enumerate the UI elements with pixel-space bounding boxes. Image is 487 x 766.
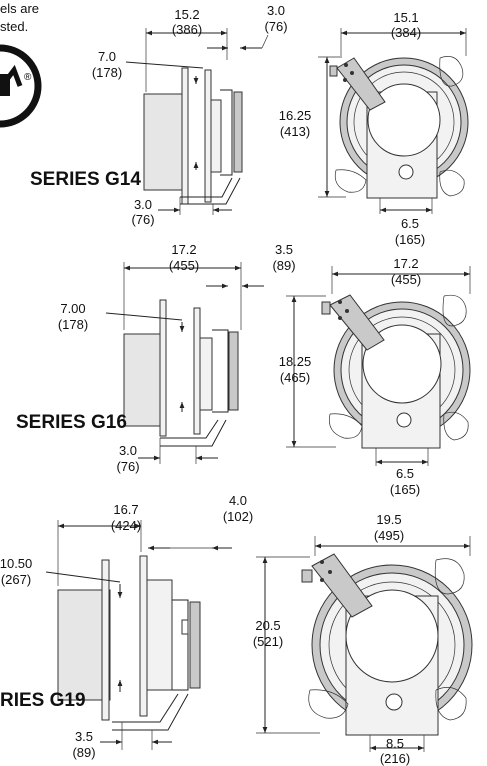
g14-front-view: 15.1 (384) 16.25 (413) 6.5 (165) (279, 10, 469, 247)
g14-mount-plate (233, 91, 243, 173)
g14-front-base-in: 6.5 (401, 216, 419, 231)
g14-side-offset-mm: (178) (92, 65, 122, 80)
g16-front-base-mm: (165) (390, 482, 420, 497)
g14-side-view: 15.2 (386) 3.0 (76) 7.0 (178) 3.0 (76) (92, 3, 288, 227)
g19-side-offset-mm: (267) (1, 572, 31, 587)
g16-front-height-mm: (465) (280, 370, 310, 385)
g16-front-width-mm: (455) (391, 272, 421, 287)
g19-front-height-in: 20.5 (255, 618, 280, 633)
g19-flange-rear (139, 555, 148, 717)
g19-swivel-arm (311, 553, 373, 618)
g16-side-bottom-in: 3.0 (119, 443, 137, 458)
g16-side-offset-mm: (178) (58, 317, 88, 332)
g19-motor-housing (57, 589, 111, 701)
g19-front-width-in: 19.5 (376, 512, 401, 527)
g16-front-base-in: 6.5 (396, 466, 414, 481)
g14-hub (210, 99, 222, 173)
g19-bracket (172, 599, 189, 691)
certification-logo: ® (0, 44, 42, 128)
g16-mount-plate (228, 331, 239, 411)
g16-flange-front (159, 299, 167, 437)
g14-front-base-mm: (165) (395, 232, 425, 247)
g14-swivel-arm (336, 57, 386, 111)
g14-front-width-mm: (384) (391, 25, 421, 40)
g16-front-height-in: 18.25 (279, 354, 312, 369)
g14-side-depth-mm: (76) (264, 19, 287, 34)
g16-side-offset-in: 7.00 (60, 301, 85, 316)
g14-flange-rear (204, 69, 212, 203)
g14-flange-front (181, 67, 189, 205)
g19-base-foot (112, 693, 189, 731)
g19-side-depth-in: 4.0 (229, 493, 247, 508)
note-line-1: els are (0, 1, 39, 16)
g16-side-bottom-mm: (76) (116, 459, 139, 474)
g16-side-depth-mm: (89) (272, 258, 295, 273)
g16-series-label: SERIES G16 (16, 412, 127, 433)
g19-side-view: 16.7 (424) 4.0 (102) 10.50 (267) 3.5 (89… (0, 493, 253, 760)
g16-bracket (212, 329, 229, 413)
g16-hub (199, 337, 213, 411)
g14-front-height-mm: (413) (280, 124, 310, 139)
note-line-2: sted. (0, 19, 28, 34)
g19-side-overall-in: 16.7 (113, 502, 138, 517)
g14-side-offset-in: 7.0 (98, 49, 116, 64)
g16-front-width-in: 17.2 (393, 256, 418, 271)
registered-mark: ® (24, 72, 32, 83)
g19-front-base-mm: (216) (380, 751, 410, 766)
g16-mounting-feet (328, 294, 469, 441)
g14-side-bottom-mm: (76) (131, 212, 154, 227)
g16-base-foot (160, 419, 227, 447)
g16-side-overall-mm: (455) (169, 258, 199, 273)
g14-side-overall-mm: (386) (172, 22, 202, 37)
g14-base-foot (180, 177, 241, 205)
g16-motor-housing (123, 333, 167, 427)
g16-side-view: 17.2 (455) 3.5 (89) 7.00 (178) 3.0 (76) (58, 242, 296, 474)
g14-series-label: SERIES G14 (30, 169, 141, 190)
g19-front-view: 19.5 (495) 20.5 (521) 8.5 (216) (253, 512, 473, 766)
g14-front-height-in: 16.25 (279, 108, 312, 123)
g19-series-label: RIES G19 (0, 690, 86, 711)
g19-side-depth-mm: (102) (223, 509, 253, 524)
g14-side-depth-in: 3.0 (267, 3, 285, 18)
g16-front-view: 17.2 (455) 18.25 (465) 6.5 (165) (279, 256, 471, 497)
g14-side-bottom-in: 3.0 (134, 197, 152, 212)
g16-swivel-arm (329, 294, 385, 351)
g19-side-overall-mm: (424) (111, 518, 141, 533)
g19-mount-plate (189, 601, 201, 689)
g19-front-height-mm: (521) (253, 634, 283, 649)
g14-mounting-feet (334, 56, 465, 197)
g19-side-bottom-in: 3.5 (75, 729, 93, 744)
g19-mounting-feet (308, 558, 467, 721)
g19-flange-front (101, 559, 110, 721)
g19-side-bottom-mm: (89) (72, 745, 95, 760)
g19-front-width-mm: (495) (374, 528, 404, 543)
g19-drum (146, 579, 173, 691)
g19-front-base-in: 8.5 (386, 736, 404, 751)
g14-motor-housing (143, 93, 187, 191)
g14-front-width-in: 15.1 (393, 10, 418, 25)
g14-bracket (220, 89, 233, 176)
g16-side-depth-in: 3.5 (275, 242, 293, 257)
g14-side-overall-in: 15.2 (174, 7, 199, 22)
g19-side-offset-in: 10.50 (0, 556, 32, 571)
g16-side-overall-in: 17.2 (171, 242, 196, 257)
g16-flange-rear (193, 307, 201, 435)
